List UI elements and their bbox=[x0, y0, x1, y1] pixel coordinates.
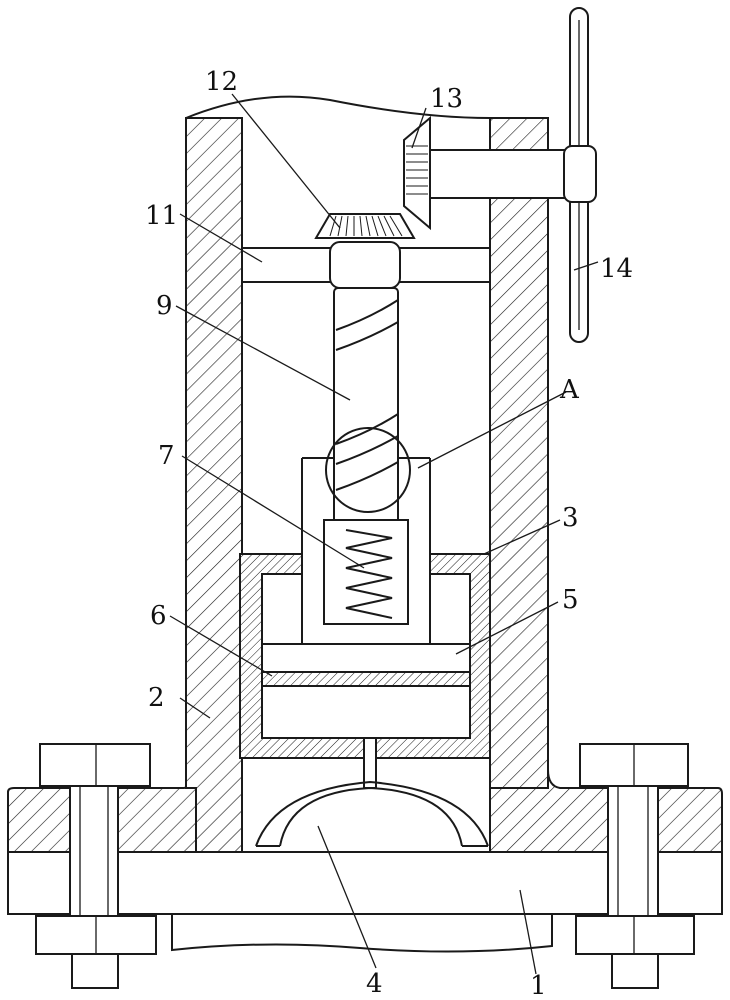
detail-circle-a bbox=[325, 427, 411, 513]
suction-cup-4 bbox=[255, 737, 489, 847]
leader-lines bbox=[169, 93, 599, 975]
label-11: 11 bbox=[145, 201, 178, 231]
label-a: A bbox=[559, 375, 580, 405]
base-plate bbox=[7, 851, 723, 953]
bolt-left bbox=[35, 743, 157, 989]
label-9: 9 bbox=[156, 291, 173, 321]
label-6: 6 bbox=[150, 601, 167, 631]
seal-6 bbox=[261, 671, 471, 687]
label-3: 3 bbox=[562, 503, 579, 533]
spring-7 bbox=[345, 529, 393, 619]
label-4: 4 bbox=[366, 969, 383, 999]
base-flange bbox=[7, 769, 723, 853]
label-13: 13 bbox=[430, 84, 463, 114]
label-2: 2 bbox=[148, 683, 165, 713]
bevel-gear-13 bbox=[403, 115, 571, 231]
cylinder-3 bbox=[239, 553, 491, 759]
screw-9 bbox=[333, 287, 399, 535]
label-7: 7 bbox=[158, 441, 175, 471]
label-1: 1 bbox=[530, 971, 547, 1000]
bearing-block bbox=[329, 241, 401, 289]
label-12: 12 bbox=[205, 67, 238, 97]
bevel-gear-12 bbox=[314, 213, 416, 239]
handle-14 bbox=[563, 7, 597, 343]
piston-5 bbox=[261, 643, 471, 673]
label-5: 5 bbox=[562, 585, 579, 615]
label-14: 14 bbox=[600, 254, 633, 284]
bolt-right bbox=[575, 743, 695, 989]
